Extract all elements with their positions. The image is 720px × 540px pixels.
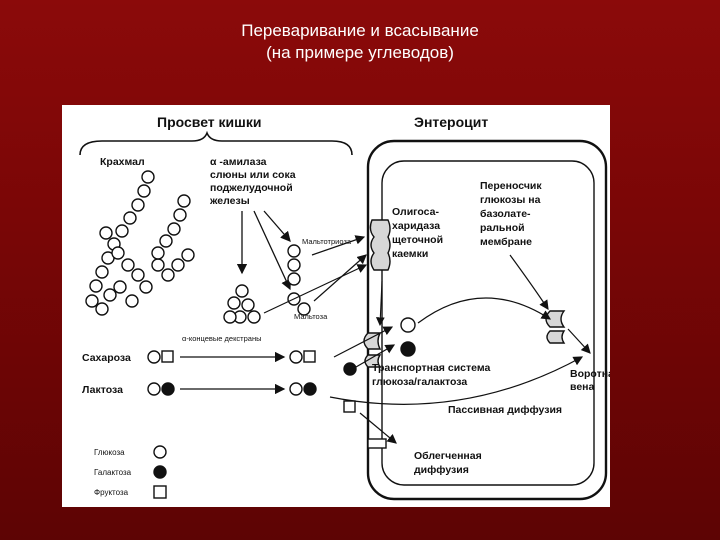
passive-diffusion-label: Пассивная диффузия (448, 404, 562, 416)
sucrose-label: Сахароза (82, 352, 131, 364)
diagram-canvas: Просвет кишки Энтероцит Крахмал α -амила… (79, 114, 610, 501)
lactose-galactose-at-border (303, 382, 317, 396)
svg-text:щеточной: щеточной (392, 234, 443, 246)
svg-text:поджелудочной: поджелудочной (210, 182, 293, 194)
title-line-2: (на примере углеводов) (266, 43, 454, 62)
title-line-1: Переваривание и всасывание (241, 21, 479, 40)
glucose-to-basolateral-arrow (417, 297, 552, 324)
svg-text:слюны или сока: слюны или сока (210, 169, 296, 181)
basolateral-carrier-label: Переносчик глюкозы на базолате- ральной … (480, 180, 542, 248)
glucose-in-cell (400, 317, 416, 333)
lactose-glucose-unit (147, 382, 161, 396)
transport-line-1: Транспортная система (372, 362, 490, 374)
dextrin-molecule (223, 284, 261, 324)
svg-text:железы: железы (209, 195, 250, 207)
passive-diffusion-arrow (329, 356, 584, 405)
maltotriose-label: Мальтотриоза (302, 237, 352, 246)
legend-fructose-symbol (153, 485, 167, 499)
maltotriose-to-enzyme-arrow (311, 235, 366, 256)
oligosaccharidase-label: Олигоса- харидаза щеточной каемки (392, 206, 443, 260)
maltotriose-molecule (287, 244, 301, 286)
dextrin-to-enzyme-arrow (263, 264, 368, 314)
enterocyte-header: Энтероцит (414, 114, 488, 130)
legend: Глюкоза Галактоза Фруктоза (94, 445, 167, 499)
portal-vein-line-1: Воротная (570, 368, 610, 380)
sucrose-glucose-unit (147, 350, 161, 364)
svg-text:Олигоса-: Олигоса- (392, 206, 439, 218)
lactose-glucose-at-border (289, 382, 303, 396)
legend-fructose-label: Фруктоза (94, 488, 129, 497)
fructose-entry-arrow (359, 412, 397, 444)
sucrose-fructose-at-border (303, 350, 316, 363)
svg-text:ральной: ральной (480, 222, 525, 234)
svg-text:каемки: каемки (392, 248, 428, 260)
amylase-arrow-maltotriose (263, 210, 291, 242)
svg-text:мембране: мембране (480, 236, 532, 248)
galactose-entry-arrow (355, 344, 396, 368)
portal-vein-line-2: вена (570, 381, 594, 393)
enzyme-to-cell-arrow (375, 280, 385, 327)
dextrins-label: α-концевые декстраны (182, 334, 262, 343)
maltose-label: Мальтоза (294, 312, 328, 321)
lumen-header: Просвет кишки (157, 114, 261, 130)
glut2-carrier-lower (546, 330, 566, 344)
slide-title: Переваривание и всасывание (на примере у… (0, 20, 720, 64)
enterocyte-outer-membrane (366, 139, 608, 501)
legend-glucose-symbol (153, 445, 167, 459)
sglt-carrier-lower (364, 354, 382, 368)
lactose-label: Лактоза (82, 384, 123, 396)
facilitated-line-2: диффузия (414, 464, 469, 476)
starch-label: Крахмал (100, 156, 145, 168)
legend-glucose-label: Глюкоза (94, 448, 125, 457)
galactose-in-cell (400, 341, 416, 357)
svg-text:харидаза: харидаза (392, 220, 440, 232)
sucrose-glucose-at-border (289, 350, 303, 364)
lumen-brace (79, 130, 353, 156)
sglt-carrier (363, 332, 382, 350)
glut2-carrier (545, 310, 566, 328)
galactose-product (343, 362, 357, 376)
glut5-channel (367, 438, 387, 449)
brush-border-enzyme (369, 219, 391, 271)
digestion-diagram: Просвет кишки Энтероцит Крахмал α -амила… (62, 105, 610, 507)
starch-molecule (85, 170, 195, 316)
fructose-product (343, 400, 356, 413)
to-portal-vein-arrow (567, 328, 591, 354)
svg-text:базолате-: базолате- (480, 208, 531, 220)
legend-galactose-label: Галактоза (94, 468, 132, 477)
amylase-label: α -амилаза слюны или сока поджелудочной … (209, 156, 296, 207)
transport-line-2: глюкоза/галактоза (372, 376, 467, 388)
svg-text:глюкозы на: глюкозы на (480, 194, 541, 206)
maltose-to-enzyme-arrow (313, 254, 367, 302)
amylase-arrow-maltose (253, 210, 291, 291)
facilitated-line-1: Облегченная (414, 450, 482, 462)
svg-text:α -амилаза: α -амилаза (210, 156, 267, 168)
sucrose-fructose-unit (161, 350, 174, 363)
carrier-pointer-arrow (509, 254, 549, 310)
svg-text:Переносчик: Переносчик (480, 180, 542, 192)
legend-galactose-symbol (153, 465, 167, 479)
lactose-galactose-unit (161, 382, 175, 396)
glucose-entry-arrow (333, 326, 394, 358)
